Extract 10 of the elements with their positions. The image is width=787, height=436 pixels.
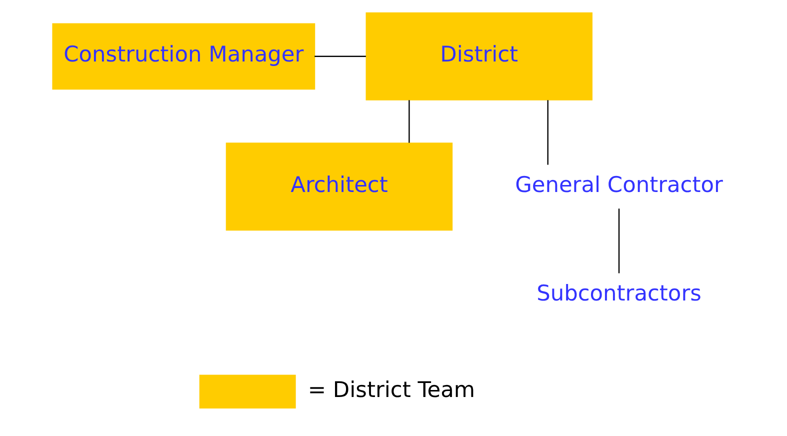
connector: [547, 100, 548, 165]
node-box: District: [366, 12, 592, 100]
node-box: Architect: [226, 142, 453, 231]
legend-label: = District Team: [308, 378, 476, 403]
connector: [618, 208, 620, 274]
connector: [314, 56, 366, 57]
node-text: General Contractor: [515, 172, 723, 198]
node-box: Construction Manager: [52, 23, 316, 90]
node-text: Subcontractors: [536, 281, 702, 306]
connector: [408, 100, 410, 143]
